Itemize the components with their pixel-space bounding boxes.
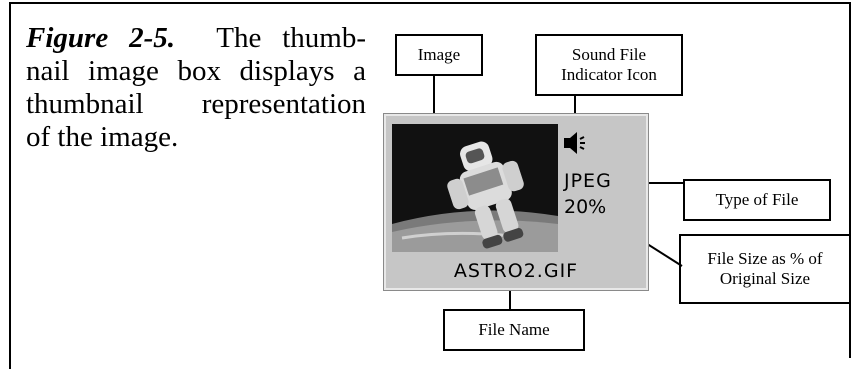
caption-line-1: The thumb- <box>216 22 366 54</box>
figure-frame-right <box>849 2 851 358</box>
caption-line-2: nail image box displays a <box>26 55 366 87</box>
file-name-label: ASTRO2.GIF <box>453 260 579 282</box>
astronaut-image <box>392 124 558 252</box>
leader-sound <box>574 96 576 130</box>
astronaut-photo <box>392 124 558 252</box>
callout-file-type: Type of File <box>683 179 831 221</box>
callout-image: Image <box>395 34 483 76</box>
figure-frame-left <box>9 2 11 369</box>
leader-type <box>614 182 683 184</box>
caption-line-3: thumbnail representation <box>26 88 366 120</box>
callout-sound-indicator: Sound File Indicator Icon <box>535 34 683 96</box>
callout-file-size: File Size as % of Original Size <box>679 234 851 304</box>
figure-frame-top <box>9 2 851 4</box>
thumbnail-box[interactable]: JPEG 20% ASTRO2.GIF <box>383 113 649 291</box>
caption-line-4: of the image. <box>26 121 179 153</box>
speaker-icon <box>562 130 588 156</box>
file-size-percent: 20% <box>564 196 607 218</box>
callout-file-name: File Name <box>443 309 585 351</box>
file-type-label: JPEG <box>564 170 612 192</box>
leader-image <box>433 76 435 124</box>
figure-label: Figure 2-5. <box>26 22 175 54</box>
figure-caption: Figure 2-5. The thumb- nail image box di… <box>26 22 366 154</box>
leader-filename <box>509 290 511 309</box>
